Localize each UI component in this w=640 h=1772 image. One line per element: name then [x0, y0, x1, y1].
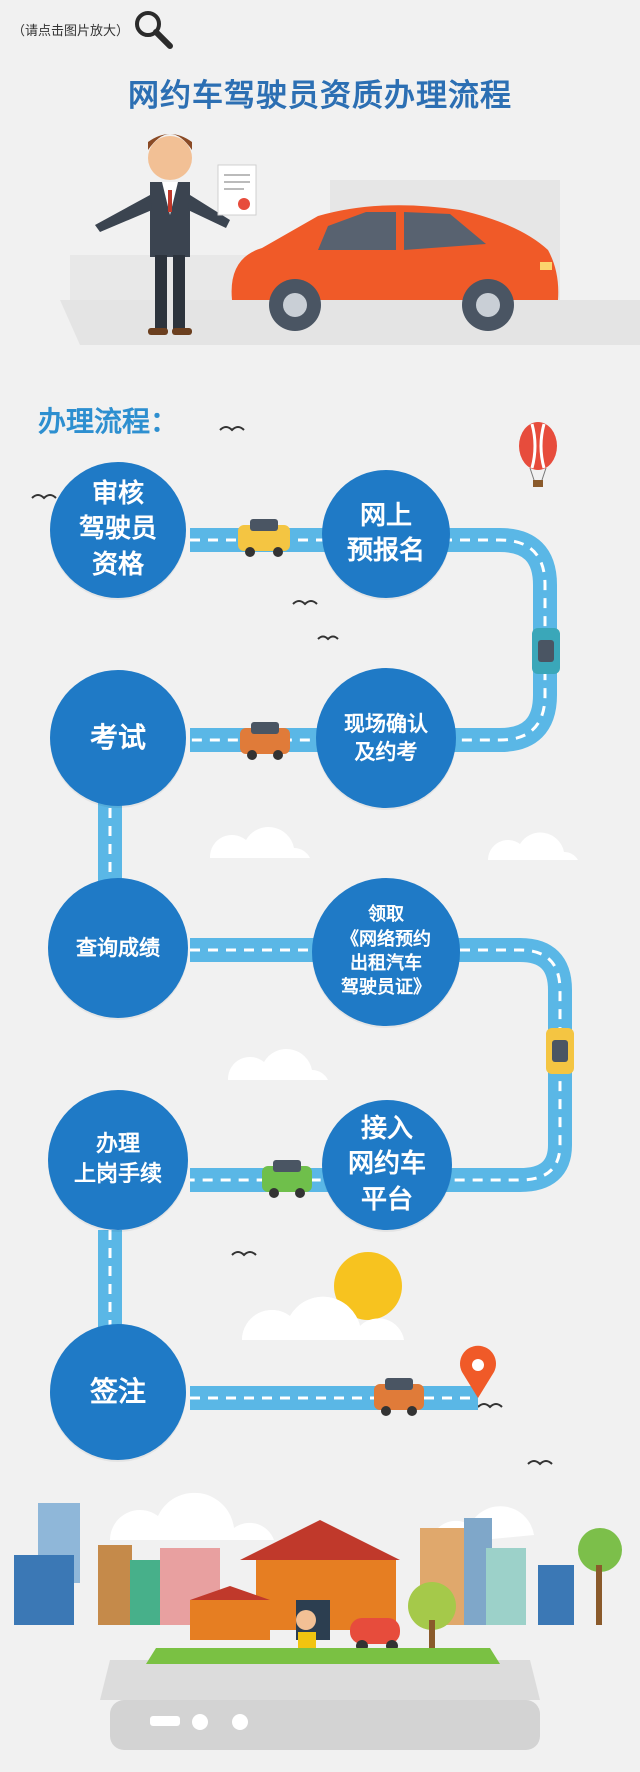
zoom-hint-text: （请点击图片放大） — [12, 24, 130, 39]
red-car-illustration — [231, 205, 559, 331]
search-icon[interactable] — [132, 8, 174, 50]
taxi-orange-2 — [374, 1378, 424, 1416]
step-review-qualification: 审核 驾驶员 资格 — [50, 462, 186, 598]
businessman-illustration — [95, 134, 230, 335]
step-online-preregistration: 网上 预报名 — [322, 470, 450, 598]
sun-illustration — [334, 1252, 402, 1320]
step-exam: 考试 — [50, 670, 186, 806]
step-check-score: 查询成绩 — [48, 878, 188, 1018]
page-title: 网约车驾驶员资质办理流程 — [128, 78, 512, 114]
step-endorsement: 签注 — [50, 1324, 186, 1460]
taxi-orange-1 — [240, 722, 290, 760]
section-label: 办理流程： — [38, 405, 179, 438]
smartphone-illustration — [100, 1648, 540, 1750]
taxi-teal-1 — [532, 628, 560, 674]
hot-air-balloon-illustration — [519, 422, 557, 487]
step-connect-platform: 接入 网约车 平台 — [322, 1100, 452, 1230]
city-illustration — [14, 1503, 622, 1660]
taxi-green-1 — [262, 1160, 312, 1198]
birds-illustration — [31, 426, 553, 1466]
taxi-yellow-2 — [546, 1028, 574, 1074]
step-onsite-confirmation: 现场确认 及约考 — [316, 668, 456, 808]
step-onboarding-procedures: 办理 上岗手续 — [48, 1090, 188, 1230]
step-receive-certificate: 领取 《网络预约 出租汽车 驾驶员证》 — [312, 878, 460, 1026]
taxi-yellow-1 — [238, 519, 290, 557]
location-pin-icon — [460, 1345, 496, 1398]
certificate-illustration — [217, 164, 257, 216]
